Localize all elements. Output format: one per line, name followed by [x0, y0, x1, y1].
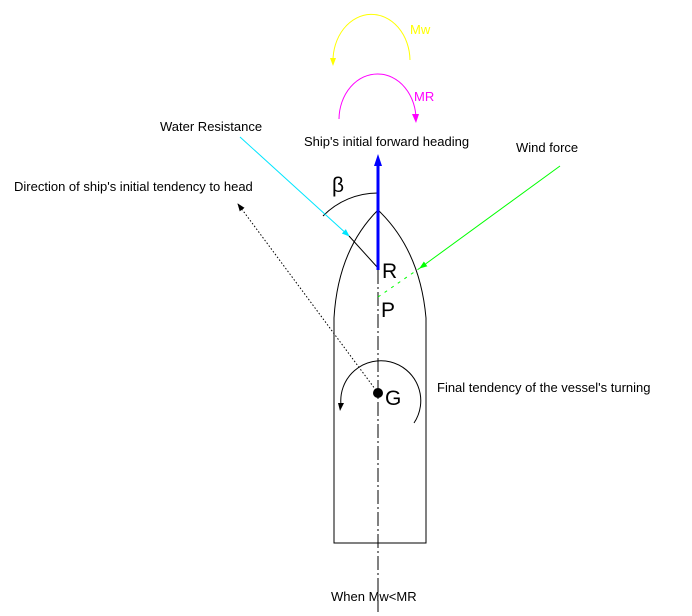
point-p-label: P	[381, 299, 395, 322]
final-turning-arc	[340, 360, 422, 424]
point-r-label: R	[382, 260, 397, 283]
heading-label: Ship's initial forward heading	[304, 134, 469, 149]
beta-label: β	[332, 174, 344, 197]
wind-moment-arc	[332, 13, 411, 63]
wind-moment-label: Mw	[410, 22, 431, 37]
final-turning-arrowhead	[338, 403, 344, 411]
heading-arrowhead	[374, 154, 382, 166]
initial-tendency-label: Direction of ship's initial tendency to …	[14, 179, 253, 194]
initial-tendency-line	[237, 203, 379, 394]
wind-moment-arrowhead	[330, 58, 336, 66]
wind-force-line	[419, 165, 561, 269]
ship-hull	[333, 209, 427, 544]
wind-force-label: Wind force	[516, 140, 578, 155]
wind-force-extension	[377, 267, 421, 298]
resistance-moment-arrowhead	[412, 114, 419, 123]
diagram-caption: When Mw<MR	[331, 589, 417, 604]
center-of-gravity-dot	[373, 388, 383, 398]
point-g-label: G	[385, 387, 401, 410]
water-resistance-extension	[348, 235, 379, 269]
beta-angle-arc	[322, 192, 379, 217]
resistance-moment-label: MR	[414, 89, 434, 104]
water-resistance-label: Water Resistance	[160, 119, 262, 134]
water-resistance-line	[239, 136, 350, 237]
resistance-moment-arc	[338, 73, 417, 121]
final-tendency-label: Final tendency of the vessel's turning	[437, 380, 651, 395]
